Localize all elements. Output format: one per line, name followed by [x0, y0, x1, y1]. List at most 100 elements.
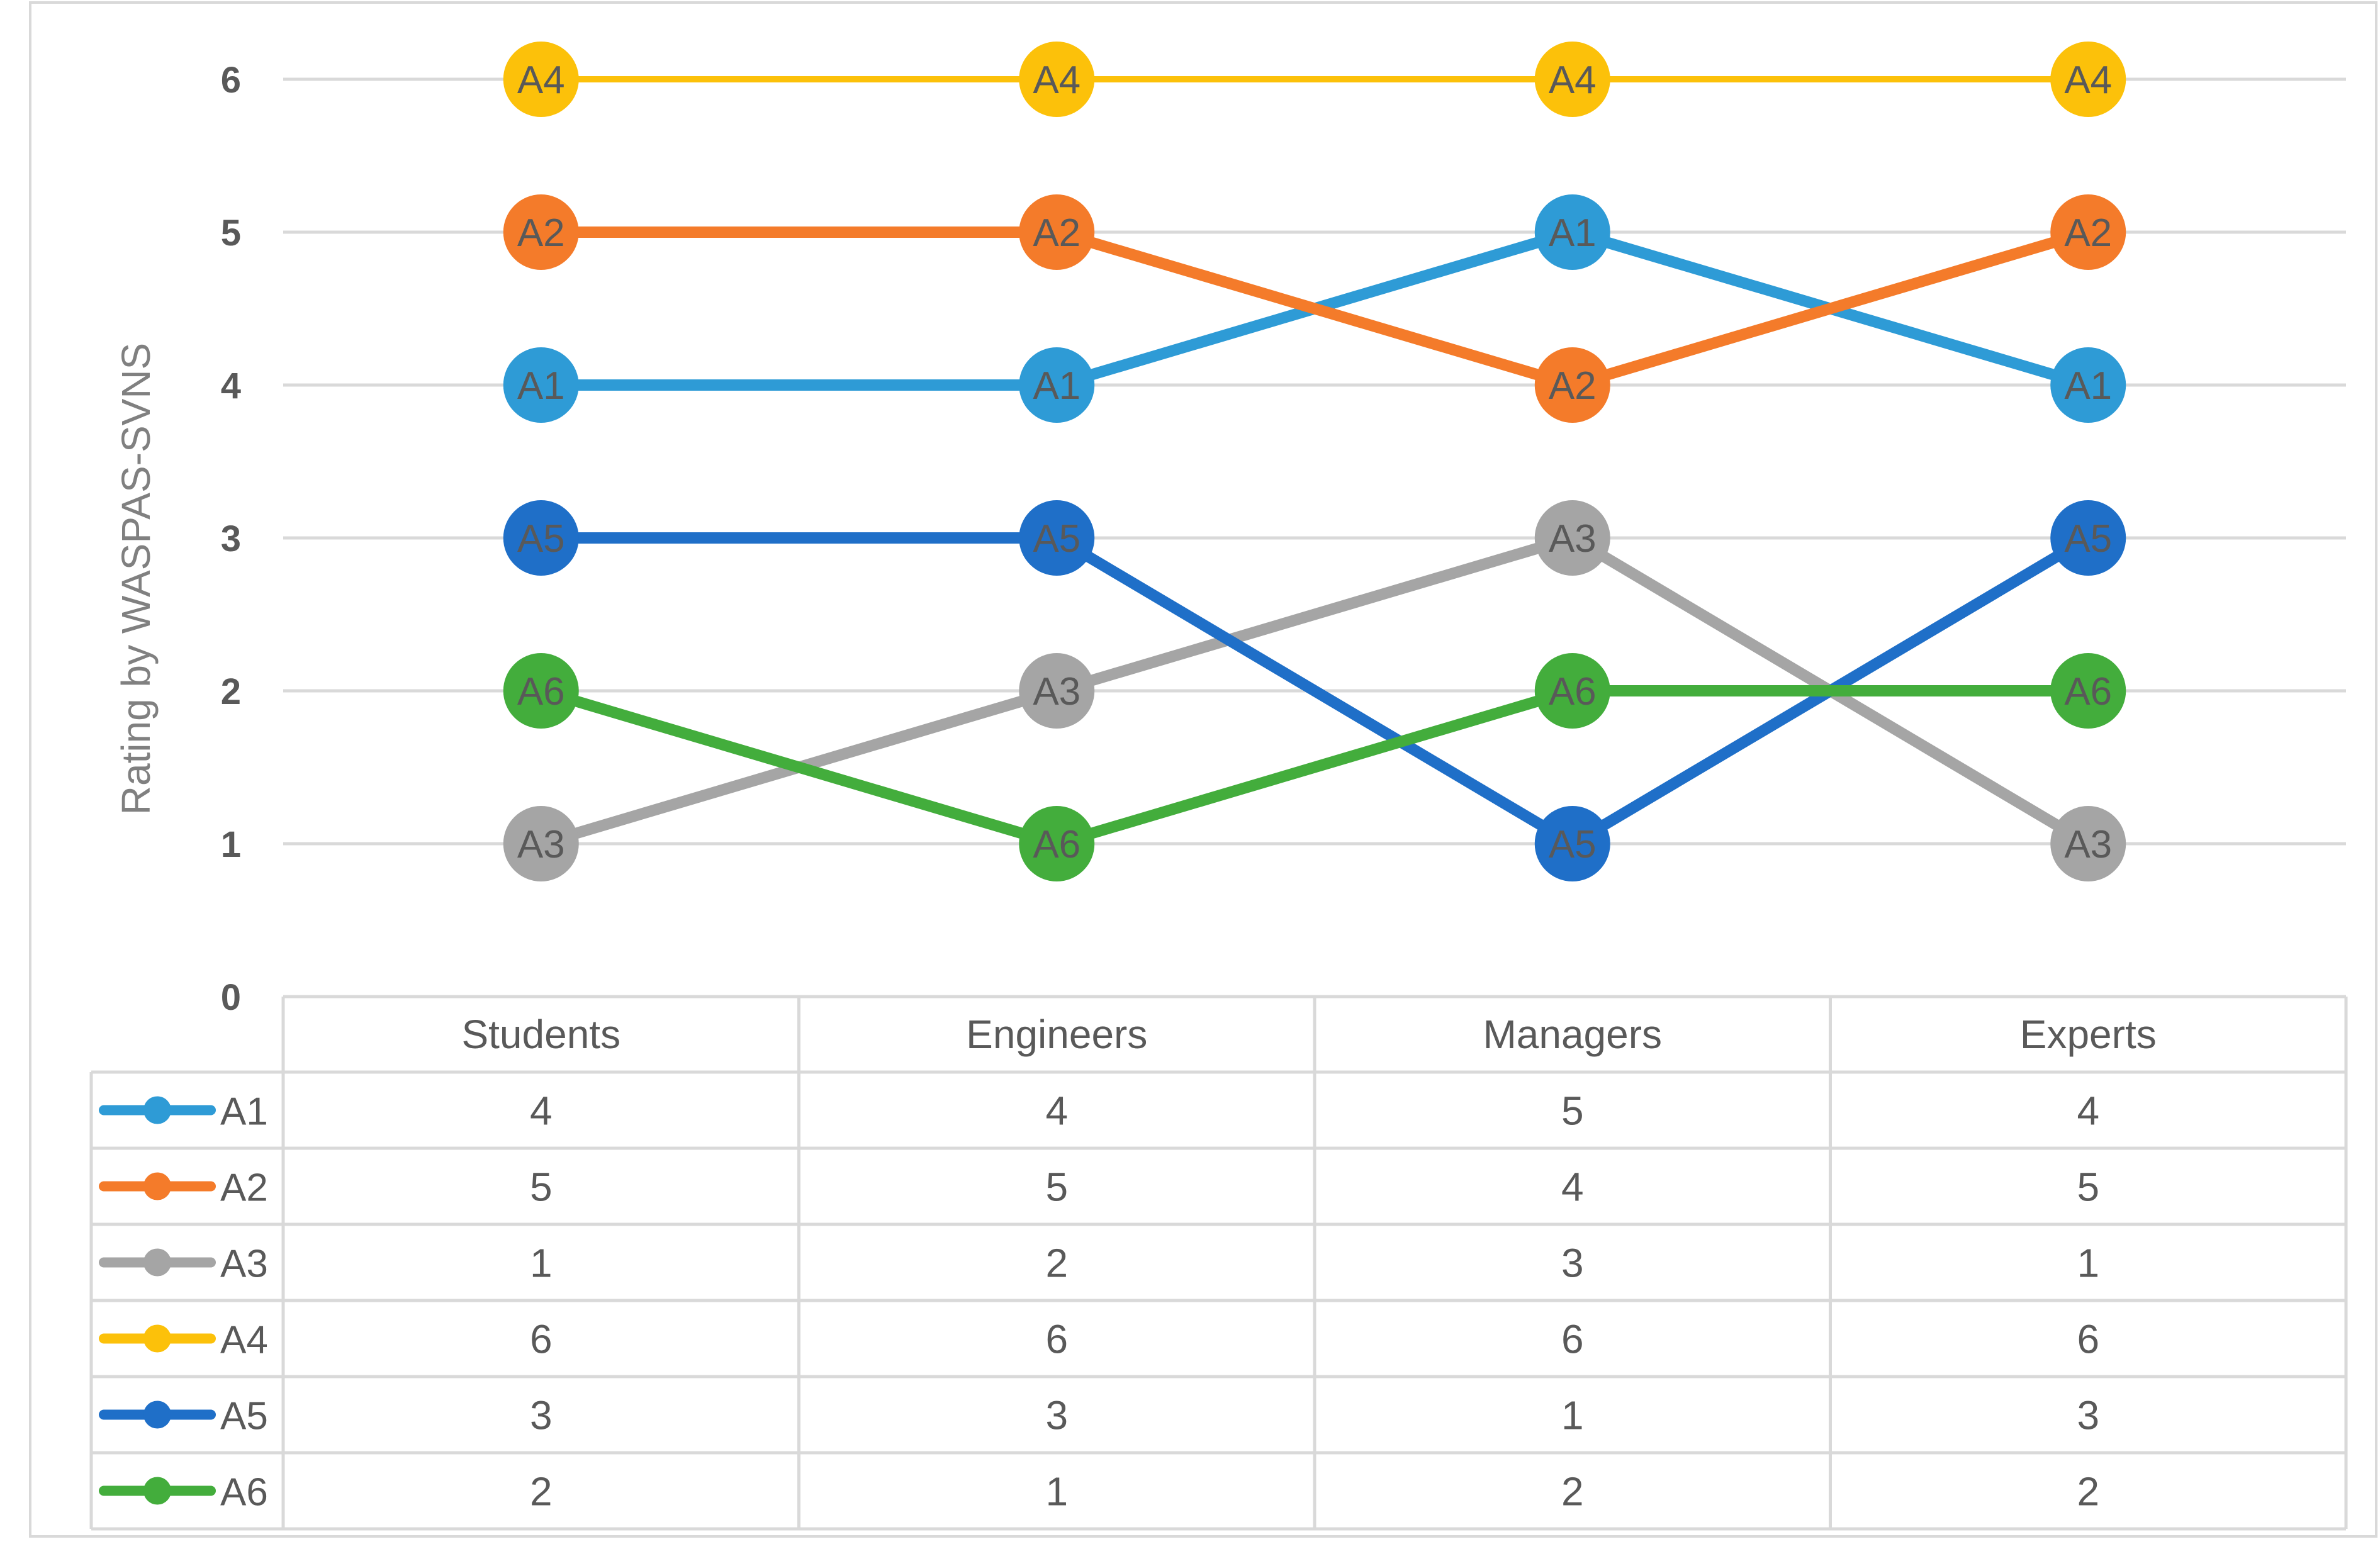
data-point [1534, 806, 1610, 881]
table-cell: 6 [2077, 1317, 2099, 1362]
table-cell: 2 [530, 1469, 553, 1514]
data-point [503, 653, 579, 729]
data-label: A3 [517, 823, 565, 866]
x-category-label: Managers [1483, 1012, 1662, 1057]
legend-label: A6 [220, 1471, 268, 1514]
x-category-label: Engineers [966, 1012, 1147, 1057]
data-label: A4 [1033, 59, 1081, 102]
series-line [541, 226, 2090, 391]
legend-label: A3 [220, 1243, 268, 1286]
table-cell: 2 [1561, 1469, 1584, 1514]
legend-key-marker [143, 1401, 171, 1429]
table-cell: 4 [2077, 1088, 2099, 1134]
table-cell: 5 [1561, 1088, 1584, 1134]
data-label: A4 [1549, 59, 1597, 102]
table-cell: 3 [530, 1393, 553, 1438]
data-label: A5 [517, 517, 565, 561]
table-cell: 3 [1045, 1393, 1068, 1438]
data-label: A3 [2064, 823, 2112, 866]
data-label: A1 [1549, 211, 1597, 255]
data-point [1019, 500, 1095, 576]
data-label: A5 [1549, 823, 1597, 866]
y-tick-label: 3 [221, 518, 241, 559]
legend-key-marker [143, 1477, 171, 1505]
y-tick-label: 4 [221, 366, 241, 406]
data-point [503, 347, 579, 423]
legend-key-marker [143, 1248, 171, 1277]
y-tick-label: 1 [221, 824, 241, 865]
data-point [1534, 653, 1610, 729]
data-point [1534, 194, 1610, 270]
data-label: A2 [1549, 364, 1597, 408]
table-cell: 2 [1045, 1241, 1068, 1286]
data-point [2050, 500, 2126, 576]
data-point [503, 500, 579, 576]
table-cell: 5 [2077, 1165, 2099, 1210]
data-label: A5 [1033, 517, 1081, 561]
data-label: A3 [1033, 670, 1081, 713]
data-point [503, 194, 579, 270]
data-point [503, 42, 579, 117]
y-tick-label: 5 [221, 213, 241, 254]
data-label: A5 [2064, 517, 2112, 561]
table-cell: 3 [2077, 1393, 2099, 1438]
table-cell: 2 [2077, 1469, 2099, 1514]
data-label: A1 [517, 364, 565, 408]
data-point [1019, 42, 1095, 117]
data-point [2050, 347, 2126, 423]
data-point [2050, 42, 2126, 117]
series-lines [539, 76, 2091, 849]
data-label: A3 [1549, 517, 1597, 561]
y-tick-label: 6 [221, 60, 241, 101]
table-cell: 1 [1561, 1393, 1584, 1438]
legend-key-marker [143, 1172, 171, 1200]
table-cell: 6 [1045, 1317, 1068, 1362]
data-point [2050, 194, 2126, 270]
x-category-label: Experts [2020, 1012, 2157, 1057]
data-point [503, 806, 579, 881]
table-cell: 6 [530, 1317, 553, 1362]
data-label: A6 [1549, 670, 1597, 713]
data-point [1534, 347, 1610, 423]
x-category-label: Students [461, 1012, 620, 1057]
data-label: A2 [517, 211, 565, 255]
data-point [2050, 806, 2126, 881]
y-axis-label: Rating by WASPAS-SVNS [113, 343, 159, 815]
data-label: A6 [1033, 823, 1081, 866]
table-cell: 1 [2077, 1241, 2099, 1286]
data-point [1534, 500, 1610, 576]
legend-label: A2 [220, 1166, 268, 1210]
data-label: A2 [2064, 211, 2112, 255]
data-label: A6 [2064, 670, 2112, 713]
table-cell: 4 [1561, 1165, 1584, 1210]
data-point [1019, 806, 1095, 881]
table-cell: 5 [530, 1165, 553, 1210]
data-label: A1 [1033, 364, 1081, 408]
data-label: A4 [517, 59, 565, 102]
table-cell: 4 [530, 1088, 553, 1134]
data-point [1019, 194, 1095, 270]
data-point [1534, 42, 1610, 117]
data-point [2050, 653, 2126, 729]
data-point [1019, 347, 1095, 423]
y-axis-ticks: 0 1 2 3 4 5 6 [221, 60, 241, 1018]
data-label: A4 [2064, 59, 2112, 102]
data-label: A2 [1033, 211, 1081, 255]
data-label: A1 [2064, 364, 2112, 408]
table-cell: 1 [530, 1241, 553, 1286]
table-cell: 3 [1561, 1241, 1584, 1286]
table-cell: 6 [1561, 1317, 1584, 1362]
series-line [539, 685, 2089, 849]
legend-key-marker [143, 1324, 171, 1353]
data-point [1019, 653, 1095, 729]
table-cell: 5 [1045, 1165, 1068, 1210]
data-label: A6 [517, 670, 565, 713]
table-cell: 4 [1045, 1088, 1068, 1134]
legend-key-marker [143, 1096, 171, 1124]
y-tick-label: 0 [221, 977, 241, 1018]
y-tick-label: 2 [221, 671, 241, 712]
legend-label: A4 [220, 1319, 268, 1362]
